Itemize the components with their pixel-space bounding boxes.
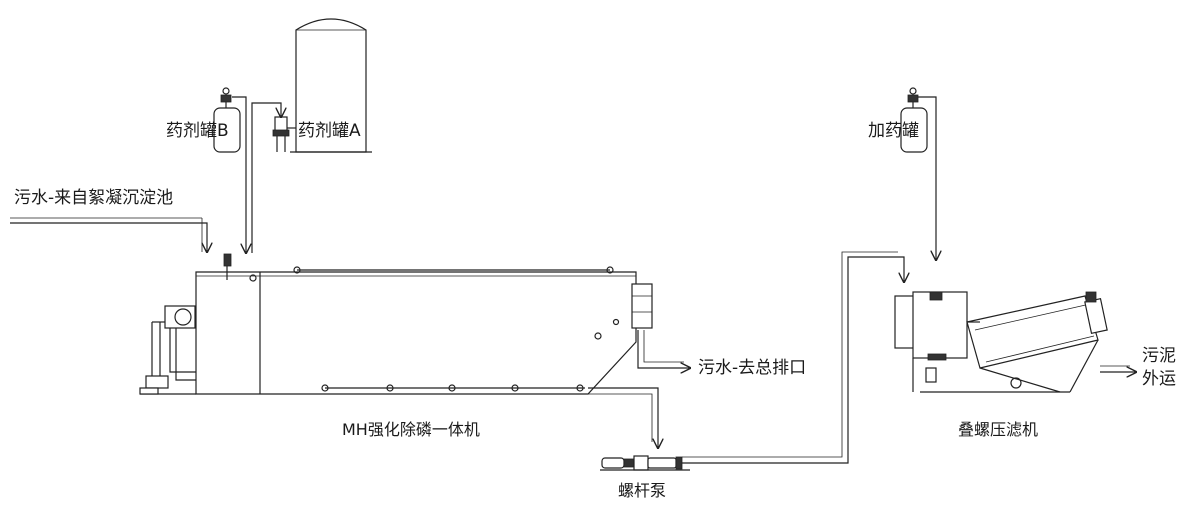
outflow-label: 污水-去总排口 [698,358,807,378]
sludge-out-arrow [1100,365,1136,372]
sludge-out-label-2: 外运 [1142,369,1176,389]
sludge-out-label-1: 污泥 [1142,346,1176,366]
chemical-tank-a [290,18,372,153]
inflow-line [10,217,207,252]
mh-unit-label: MH强化除磷一体机 [342,420,480,439]
sludge-line-to-pump [588,387,658,448]
screw-pump [600,455,690,471]
inflow-label: 污水-来自絮凝沉淀池 [14,188,174,208]
chemical-tank-b [213,87,241,153]
tank-b-label: 药剂罐B [166,121,229,141]
dosing-tank-label: 加药罐 [868,121,919,141]
screw-press [894,291,1108,393]
dosing-lines-top [232,96,281,253]
screw-press-label: 叠螺压滤机 [958,420,1039,439]
dosing-tank [900,87,936,260]
screw-pump-label: 螺杆泵 [618,481,667,500]
dosing-pump-a [272,116,296,152]
sludge-line-to-press [682,251,904,464]
outflow-line [637,330,690,368]
tank-a-label: 药剂罐A [298,121,361,141]
mh-integrated-unit [139,253,653,395]
